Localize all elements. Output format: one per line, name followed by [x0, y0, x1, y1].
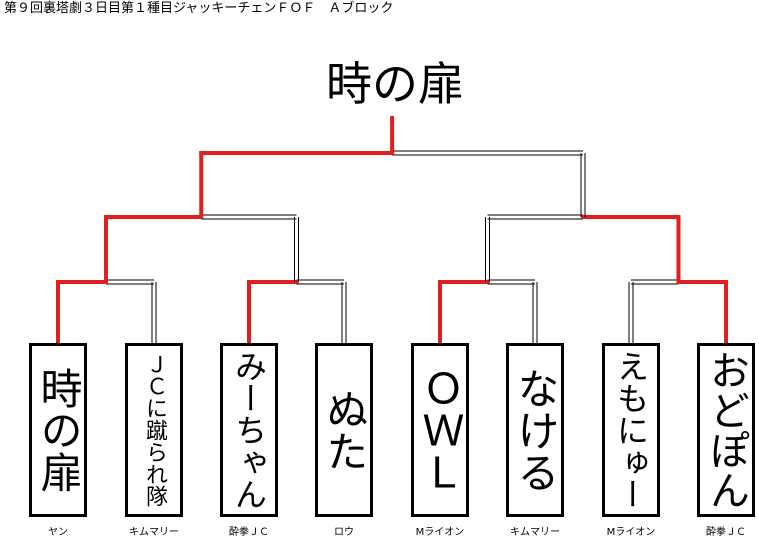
final-stem-loss	[580, 153, 586, 217]
entrant-name: ぬた	[320, 388, 369, 472]
team-label: ロウ	[334, 527, 354, 538]
entrant-box: 時の扉	[29, 343, 87, 517]
champion-name: 時の扉	[326, 57, 464, 111]
entrant-box: おどぽん	[697, 343, 755, 517]
page-title: 第９回裏塔劇３日目第１種目ジャッキーチェンＦＯＦ Ａブロック	[4, 1, 394, 16]
entrant-box: ＯＷＬ	[411, 343, 469, 517]
entrant-name: みーちゃん	[230, 350, 268, 510]
entrant-name: ＪＣに蹴られ隊	[142, 353, 167, 507]
round1-stem-loss	[532, 282, 538, 343]
team-label: キムマリー	[510, 527, 560, 538]
team-label: 酔拳ＪＣ	[706, 527, 746, 538]
final-bar-loss	[392, 150, 583, 156]
team-label: 酔拳ＪＣ	[229, 527, 269, 538]
entrant-name: ＯＷＬ	[416, 367, 465, 493]
round1-bar-loss	[296, 279, 344, 285]
entrant-box: みーちゃん	[220, 343, 278, 517]
round1-stem-loss	[628, 282, 634, 343]
entrant-name: えもにゅー	[612, 350, 650, 510]
round1-bar-loss	[487, 279, 535, 285]
round2-bar-loss	[487, 214, 583, 220]
team-label: Mライオン	[415, 527, 465, 538]
team-label: ヤン	[48, 527, 68, 538]
round2-bar-loss	[201, 214, 297, 220]
entrant-name: なける	[511, 367, 560, 493]
round1-stem-loss	[151, 282, 157, 343]
team-label: Mライオン	[606, 527, 656, 538]
round1-bar-loss	[631, 279, 679, 285]
entrant-name: おどぽん	[703, 350, 749, 510]
entrant-box: えもにゅー	[602, 343, 660, 517]
round1-bar-loss	[106, 279, 154, 285]
entrant-name: 時の扉	[34, 367, 83, 493]
round1-stem-loss	[341, 282, 347, 343]
round2-stem-loss	[294, 217, 299, 282]
round2-stem-loss	[485, 217, 490, 282]
entrant-box: なける	[506, 343, 564, 517]
entrant-box: ＪＣに蹴られ隊	[125, 343, 183, 517]
entrant-box: ぬた	[315, 343, 373, 517]
team-label: キムマリー	[129, 527, 179, 538]
